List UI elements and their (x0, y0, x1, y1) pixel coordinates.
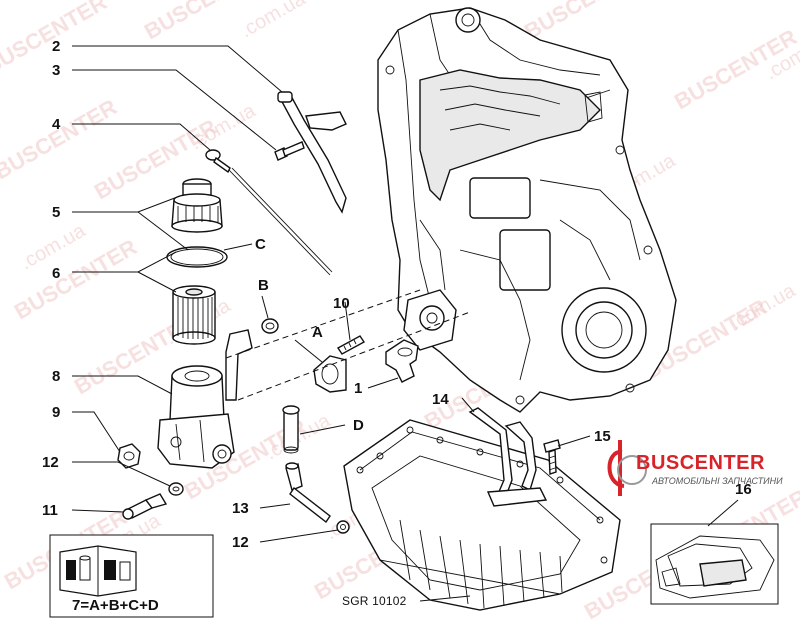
callout-12-lower: 12 (232, 534, 249, 551)
seal-ring (261, 318, 279, 334)
callout-12-left: 12 (42, 454, 59, 471)
dipstick (205, 149, 333, 276)
logo-subtitle: АВТОМОБІЛЬНІ ЗАПЧАСТИНИ (652, 476, 783, 486)
flange-seal (313, 355, 347, 393)
bolt (274, 141, 305, 161)
hollow-sleeve (282, 405, 300, 454)
stud-bolt (336, 335, 366, 355)
engine-block (377, 7, 677, 413)
watermark-brand: BUSCENTER (520, 0, 651, 44)
oil-jet (285, 462, 331, 524)
callout-B: B (258, 277, 269, 294)
callout-D: D (353, 417, 364, 434)
inset-detail-box (650, 523, 779, 605)
oil-suction-pipe (468, 407, 548, 507)
pan-screw (543, 439, 561, 475)
callout-16: 16 (735, 481, 752, 498)
callout-11: 11 (42, 502, 58, 519)
watermark-brand: BUSCENTER (0, 94, 121, 184)
logo-name: BUSCENTER (636, 452, 765, 474)
callout-A: A (312, 324, 323, 341)
callout-3: 3 (52, 62, 60, 79)
callout-5: 5 (52, 204, 60, 221)
callout-labels: 2 3 4 5 C 6 B 10 A 8 1 14 9 D 15 12 16 1… (42, 38, 752, 551)
callout-14: 14 (432, 391, 449, 408)
union-nut (117, 443, 141, 469)
oil-pressure-sensor (122, 493, 168, 520)
dipstick-tube (277, 91, 347, 214)
pipe-fitting (385, 339, 419, 383)
leader-lines (71, 45, 739, 602)
callout-8: 8 (52, 368, 60, 385)
watermark-domain: .com.ua (237, 0, 310, 42)
callout-4: 4 (52, 116, 61, 133)
filter-element (172, 285, 216, 345)
sealing-washer (168, 482, 184, 496)
callout-9: 9 (52, 404, 60, 421)
callout-10: 10 (333, 295, 350, 312)
reference-code: SGR 10102 (342, 594, 407, 608)
copper-washer (336, 520, 350, 534)
callout-2: 2 (52, 38, 60, 55)
callout-1: 1 (354, 380, 362, 397)
filter-housing (157, 329, 253, 469)
buscenter-logo-mark (607, 440, 647, 496)
filter-cover (171, 178, 223, 233)
kit-formula: 7=A+B+C+D (72, 597, 159, 614)
o-ring (166, 246, 228, 268)
callout-13: 13 (232, 500, 249, 517)
callout-C: C (255, 236, 266, 253)
kit-icon-box (49, 534, 214, 618)
oil-pan (343, 419, 621, 611)
callout-6: 6 (52, 265, 60, 282)
callout-15: 15 (594, 428, 611, 445)
